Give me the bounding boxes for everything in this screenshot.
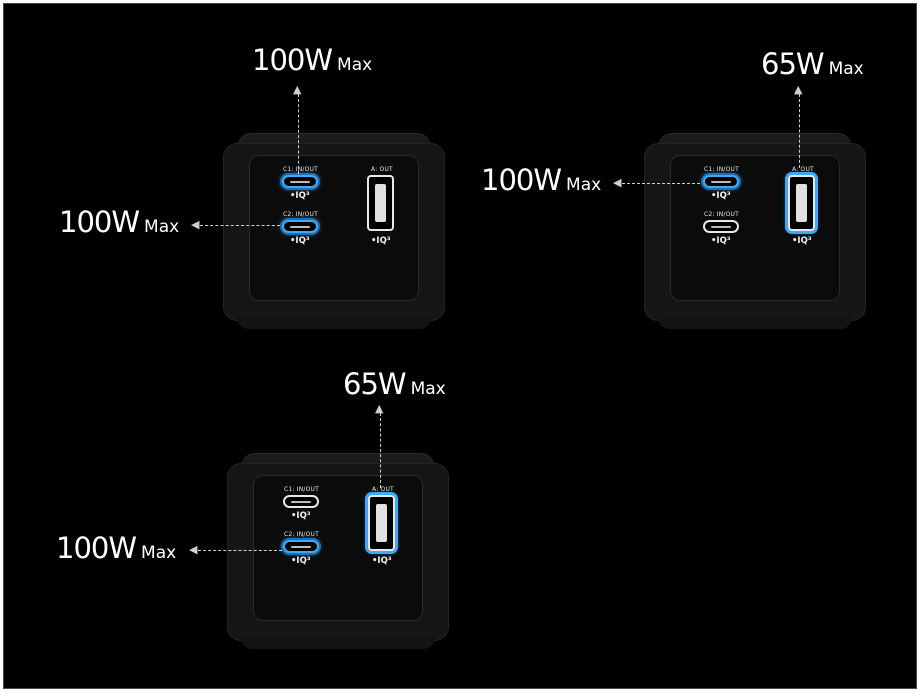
leader-line: [622, 183, 700, 184]
usb-a-port-icon: [788, 175, 815, 231]
callout-max: Max: [566, 175, 602, 195]
usb-a-port-icon: [367, 175, 394, 231]
charger-bottom-ridge: [237, 315, 431, 329]
callout-max: Max: [144, 217, 180, 237]
iq-badge: •IQ³: [290, 236, 310, 246]
charger-front: C1: IN/OUT •IQ³ C2: IN/OUT •IQ³ A: OUT •…: [227, 453, 449, 649]
arrow-left-icon: ◀: [613, 176, 622, 189]
leader-line: [799, 94, 800, 168]
callout-watts: 65W: [761, 47, 825, 81]
c1-port-label: C1: IN/OUT: [704, 166, 739, 173]
callout-watts: 100W: [481, 163, 562, 197]
arrow-up-icon: ▲: [293, 83, 302, 96]
charger-front: C1: IN/OUT •IQ³ C2: IN/OUT •IQ³ A: OUT •…: [644, 133, 866, 329]
callout-max: Max: [410, 379, 446, 399]
callout-watts: 100W: [252, 43, 333, 77]
a-port-label: A: OUT: [371, 166, 393, 173]
callout-watts: 65W: [343, 367, 407, 401]
iq-badge: •IQ³: [291, 556, 311, 566]
c1-port-label: C1: IN/OUT: [283, 166, 318, 173]
port-panel: [253, 475, 423, 621]
callout-max: Max: [141, 543, 177, 563]
arrow-left-icon: ◀: [191, 218, 200, 231]
c2-port-label: C2: IN/OUT: [283, 211, 318, 218]
usb-a-port-icon: [368, 495, 395, 551]
callout-max: Max: [337, 55, 373, 75]
c2-port-label: C2: IN/OUT: [704, 211, 739, 218]
usb-c2-port-icon: [282, 220, 318, 233]
iq-badge: •IQ³: [291, 511, 311, 521]
leader-line: [380, 413, 381, 488]
usb-c2-port-icon: [703, 220, 739, 233]
iq-badge: •IQ³: [711, 236, 731, 246]
arrow-left-icon: ◀: [189, 543, 198, 556]
leader-line: [298, 94, 299, 174]
iq-badge: •IQ³: [290, 191, 310, 201]
usb-c1-port-icon: [703, 175, 739, 188]
leader-line: [200, 225, 280, 226]
charger-bottom-ridge: [241, 635, 435, 649]
usb-c1-port-icon: [282, 175, 318, 188]
iq-badge: •IQ³: [371, 236, 391, 246]
leader-line: [198, 550, 282, 551]
a-port-label: A: OUT: [372, 486, 394, 493]
c1-port-label: C1: IN/OUT: [284, 486, 319, 493]
c2-port-label: C2: IN/OUT: [284, 531, 319, 538]
arrow-up-icon: ▲: [794, 83, 803, 96]
usb-c1-port-icon: [283, 495, 319, 508]
callout-watts: 100W: [59, 205, 140, 239]
charger-front: C1: IN/OUT •IQ³ C2: IN/OUT •IQ³ A: OUT •…: [223, 133, 445, 329]
callout-max: Max: [828, 59, 864, 79]
iq-badge: •IQ³: [372, 556, 392, 566]
iq-badge: •IQ³: [711, 191, 731, 201]
callout-watts: 100W: [56, 531, 137, 565]
diagram-canvas: C1: IN/OUT •IQ³ C2: IN/OUT •IQ³ A: OUT •…: [3, 3, 917, 689]
usb-c2-port-icon: [283, 540, 319, 553]
charger-bottom-ridge: [658, 315, 852, 329]
iq-badge: •IQ³: [792, 236, 812, 246]
a-port-label: A: OUT: [792, 166, 814, 173]
arrow-up-icon: ▲: [375, 402, 384, 415]
